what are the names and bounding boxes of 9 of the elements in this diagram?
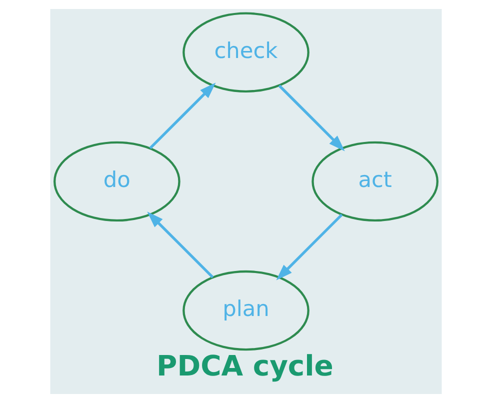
caption: PDCA cycle <box>156 348 333 382</box>
arrow <box>276 213 342 280</box>
node-ellipse: check <box>182 12 309 92</box>
arrow <box>148 82 216 149</box>
node-ellipse: do <box>53 140 180 222</box>
node-ellipse: act <box>311 140 438 222</box>
node-ellipse: plan <box>182 270 309 350</box>
arrow <box>278 84 344 151</box>
arrow <box>146 211 214 278</box>
